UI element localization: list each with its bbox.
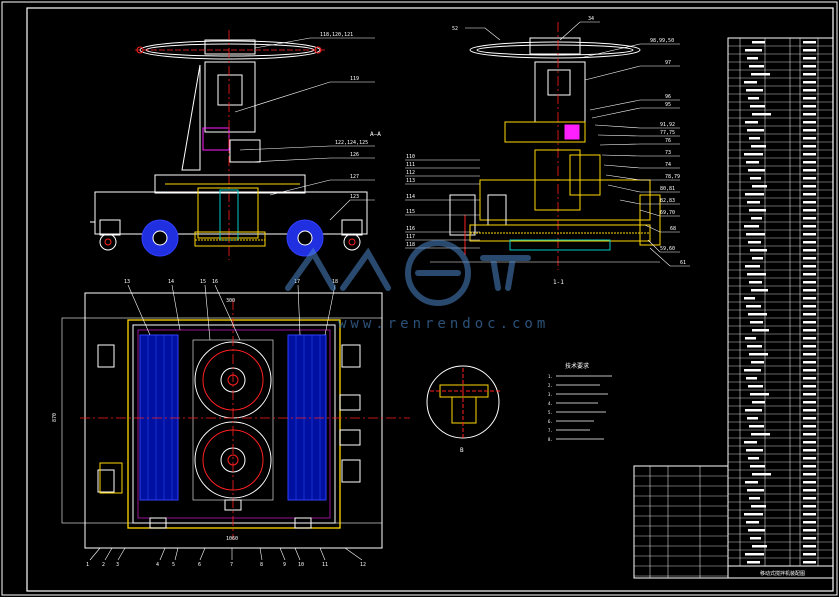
leader-b-7: 8 [260, 562, 263, 568]
leader-ls-5: 115 [406, 209, 415, 215]
leader-tl-4: 127 [350, 174, 359, 180]
leader-ls-2: 112 [406, 170, 415, 176]
detail-b-view: B [426, 365, 500, 454]
leader-ls-6: 116 [406, 226, 415, 232]
leader-b-13: 14 [168, 279, 174, 285]
leader-tr-3: 97 [665, 60, 671, 66]
leader-b-8: 9 [283, 562, 286, 568]
leader-tl-1: 119 [350, 76, 359, 82]
leader-b-16: 17 [294, 279, 300, 285]
leader-tr-13: 82,83 [660, 198, 675, 204]
leader-b-11: 12 [360, 562, 366, 568]
leader-ls-1: 111 [406, 162, 415, 168]
dimension-0: 870 [52, 413, 58, 422]
tech-req-line-2: 3. [548, 392, 553, 397]
leader-ls-8: 118 [406, 242, 415, 248]
leader-tr-8: 76 [665, 138, 671, 144]
detail-b-label: B [460, 447, 464, 454]
leader-tr-17: 61 [680, 260, 686, 266]
leader-tr-14: 69,70 [660, 210, 675, 216]
leader-tr-11: 78,79 [665, 174, 680, 180]
top-left-elevation-view: A—A [90, 30, 381, 260]
leader-tl-5: 123 [350, 194, 359, 200]
leader-b-2: 3 [116, 562, 119, 568]
leader-b-0: 1 [86, 562, 89, 568]
leader-tr-9: 73 [665, 150, 671, 156]
leader-b-15: 16 [212, 279, 218, 285]
tech-req-line-3: 4. [548, 401, 553, 406]
leader-b-17: 18 [332, 279, 338, 285]
tech-req-line-5: 6. [548, 419, 553, 424]
leader-tr-7: 77,75 [660, 130, 675, 136]
leader-tr-10: 74 [665, 162, 671, 168]
leader-tr-6: 91,92 [660, 122, 675, 128]
leader-tr-0: 52 [452, 26, 458, 32]
tech-req-line-1: 2. [548, 383, 553, 388]
leader-ls-0: 110 [406, 154, 415, 160]
leader-tl-3: 126 [350, 152, 359, 158]
leader-ls-4: 114 [406, 194, 415, 200]
leader-b-10: 11 [322, 562, 328, 568]
tech-req-line-6: 7. [548, 428, 553, 433]
leader-tr-2: 98,99,50 [650, 38, 674, 44]
tech-req-line-0: 1. [548, 374, 553, 379]
dimension-1: 300 [226, 298, 235, 304]
leader-b-12: 13 [124, 279, 130, 285]
leader-b-1: 2 [102, 562, 105, 568]
plan-view: 870 300 1060 1 2 3 4 5 6 7 8 9 10 11 12 [52, 279, 410, 568]
leader-b-5: 6 [198, 562, 201, 568]
leader-b-6: 7 [230, 562, 233, 568]
leader-b-4: 5 [172, 562, 175, 568]
top-right-section-view: 1-1 52 34 98,99,50 97 96 [405, 16, 690, 286]
leader-tr-12: 80,81 [660, 186, 675, 192]
leader-b-3: 4 [156, 562, 159, 568]
tech-req-line-7: 8. [548, 437, 553, 442]
leader-ls-3: 113 [406, 178, 415, 184]
tech-req-title: 技术要求 [565, 362, 589, 370]
title-block: 移动式搅拌机装配图 [633, 465, 834, 579]
section-label-1-1: 1-1 [553, 279, 564, 286]
leader-tl-0: 118,120,121 [320, 32, 353, 38]
leader-tr-5: 95 [665, 102, 671, 108]
dimension-2: 1060 [226, 536, 238, 542]
parts-list-table [727, 37, 834, 567]
right-brush-block [287, 334, 327, 501]
leader-b-9: 10 [298, 562, 304, 568]
technical-requirements: 技术要求 1. 2. 3. 4. 5. 6. 7. 8. [548, 362, 612, 442]
leader-b-14: 15 [200, 279, 206, 285]
tech-req-line-4: 5. [548, 410, 553, 415]
inner-frame [26, 7, 834, 592]
leader-ls-7: 117 [406, 234, 415, 240]
leader-tl-2: 122,124,125 [335, 140, 368, 146]
leader-tr-4: 96 [665, 94, 671, 100]
title-block-name: 移动式搅拌机装配图 [760, 570, 805, 577]
section-label-a: A—A [370, 131, 381, 138]
leader-tr-15: 68 [670, 226, 676, 232]
left-brush-block [139, 334, 179, 501]
leader-tr-1: 34 [588, 16, 594, 22]
leader-tr-16: 59,60 [660, 246, 675, 252]
